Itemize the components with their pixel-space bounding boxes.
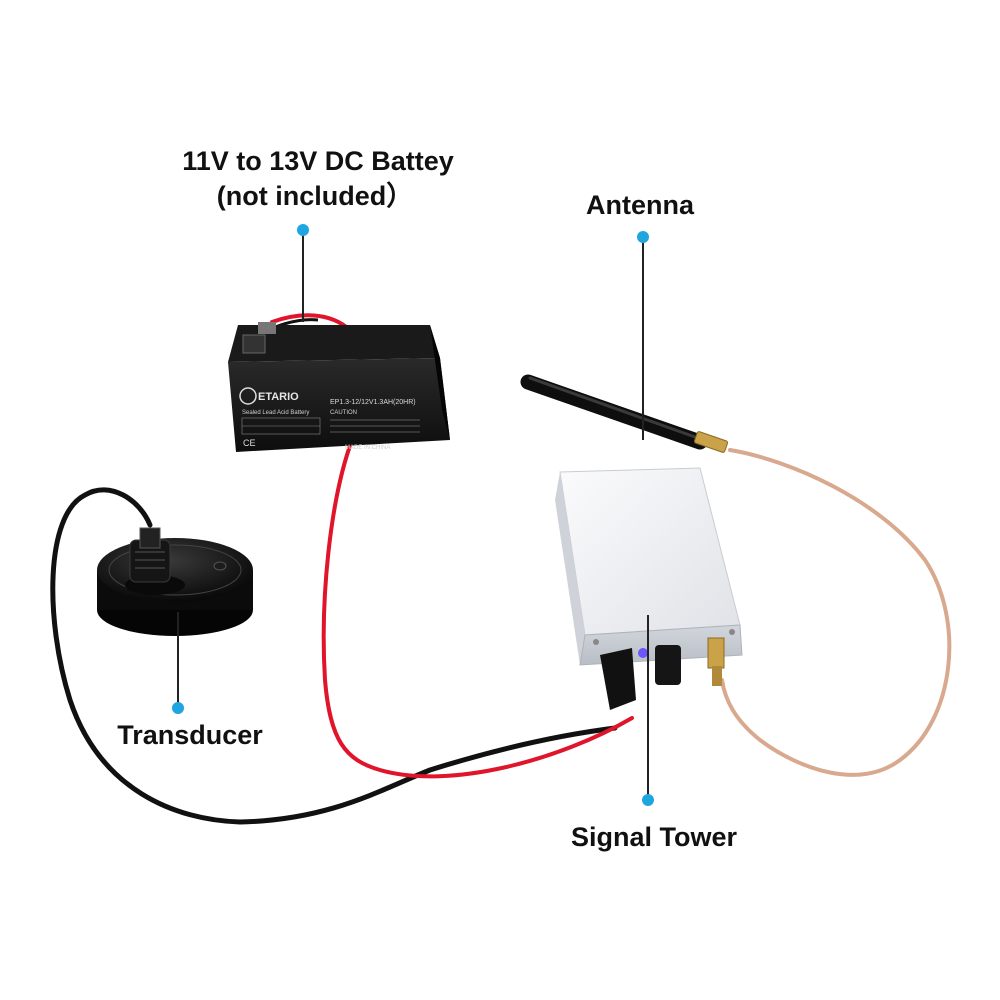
svg-text:CE: CE	[243, 438, 256, 448]
callout-signal-tower	[642, 615, 654, 806]
battery-origin: MADE IN CHINA	[345, 445, 390, 451]
label-signal-tower: Signal Tower	[571, 822, 738, 852]
signal-tower	[555, 467, 743, 710]
battery-type: Sealed Lead Acid Battery	[242, 410, 309, 416]
transducer-cable	[50, 487, 618, 825]
battery-model: EP1.3-12/12V1.3AH(20HR)	[330, 399, 416, 406]
callout-transducer	[172, 612, 184, 714]
label-battery-line1: 11V to 13V DC Battey	[182, 146, 454, 176]
callout-battery	[297, 224, 309, 322]
battery: ETARIO Sealed Lead Acid Battery EP1.3-12…	[228, 322, 450, 452]
battery-brand: ETARIO	[258, 391, 299, 403]
power-led	[638, 648, 648, 658]
label-transducer: Transducer	[117, 720, 263, 750]
antenna-cable	[720, 448, 952, 777]
transducer	[97, 527, 253, 636]
label-battery-line2: (not included）	[217, 181, 413, 211]
callout-antenna	[637, 231, 649, 440]
antenna	[520, 374, 729, 453]
label-antenna: Antenna	[586, 190, 695, 220]
battery-caution: CAUTION	[330, 410, 357, 416]
